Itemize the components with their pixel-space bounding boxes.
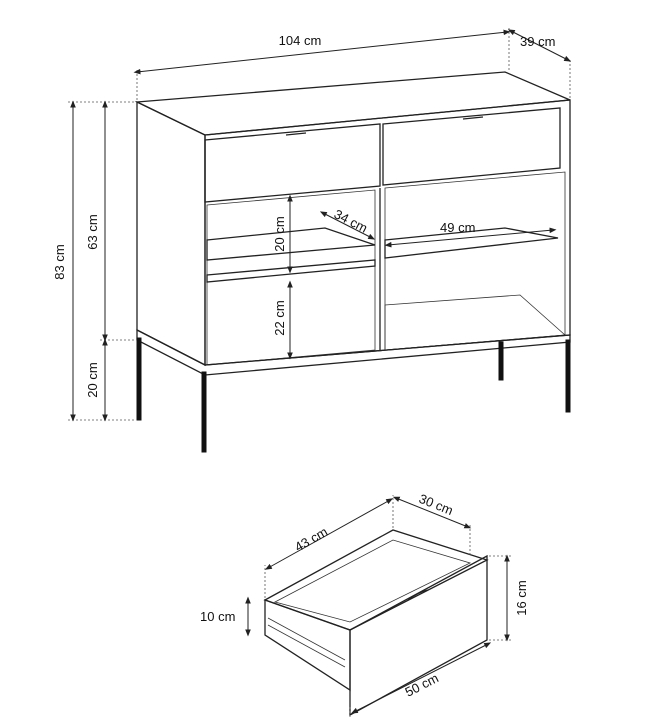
- leg: [565, 339, 571, 413]
- drawer-drawing: [263, 529, 489, 717]
- leg: [136, 337, 142, 421]
- shelf-depth-label: 34 cm: [332, 206, 370, 235]
- drawer-handle: [462, 116, 484, 120]
- depth-label: 39 cm: [520, 34, 555, 49]
- upper-shelf-gap-label: 20 cm: [272, 216, 287, 251]
- leg-height-label: 20 cm: [85, 362, 100, 397]
- drawer-handle: [285, 132, 307, 136]
- leg: [498, 341, 504, 381]
- drawer-front-left: [204, 123, 381, 203]
- sideboard-drawing: [134, 71, 571, 453]
- side-panel: [136, 100, 206, 367]
- cabinet-dimensions: 104 cm 39 cm 83 cm 63 cm 20 cm 20 cm 22 …: [52, 28, 572, 422]
- drawer-side: [264, 599, 351, 692]
- body-height-label: 63 cm: [85, 214, 100, 249]
- drawer-front: [349, 554, 488, 717]
- drawer-front-right: [382, 107, 561, 186]
- drawer-dimensions: 43 cm 30 cm 16 cm 10 cm 50 cm: [200, 491, 529, 717]
- drawer-front-width-label: 50 cm: [403, 670, 441, 699]
- shelf-left: [206, 259, 376, 283]
- width-label: 104 cm: [279, 33, 322, 48]
- shelf-width-label: 49 cm: [440, 220, 475, 235]
- total-height-label: 83 cm: [52, 244, 67, 279]
- drawer-handle: [407, 589, 429, 601]
- leg: [201, 371, 207, 453]
- drawer-width-label: 43 cm: [292, 524, 330, 555]
- drawer-front-height-label: 16 cm: [514, 580, 529, 615]
- top-surface: [134, 71, 571, 136]
- drawer-side-height-label: 10 cm: [200, 609, 235, 624]
- lower-shelf-gap-label: 22 cm: [272, 300, 287, 335]
- front-frame: [204, 99, 571, 366]
